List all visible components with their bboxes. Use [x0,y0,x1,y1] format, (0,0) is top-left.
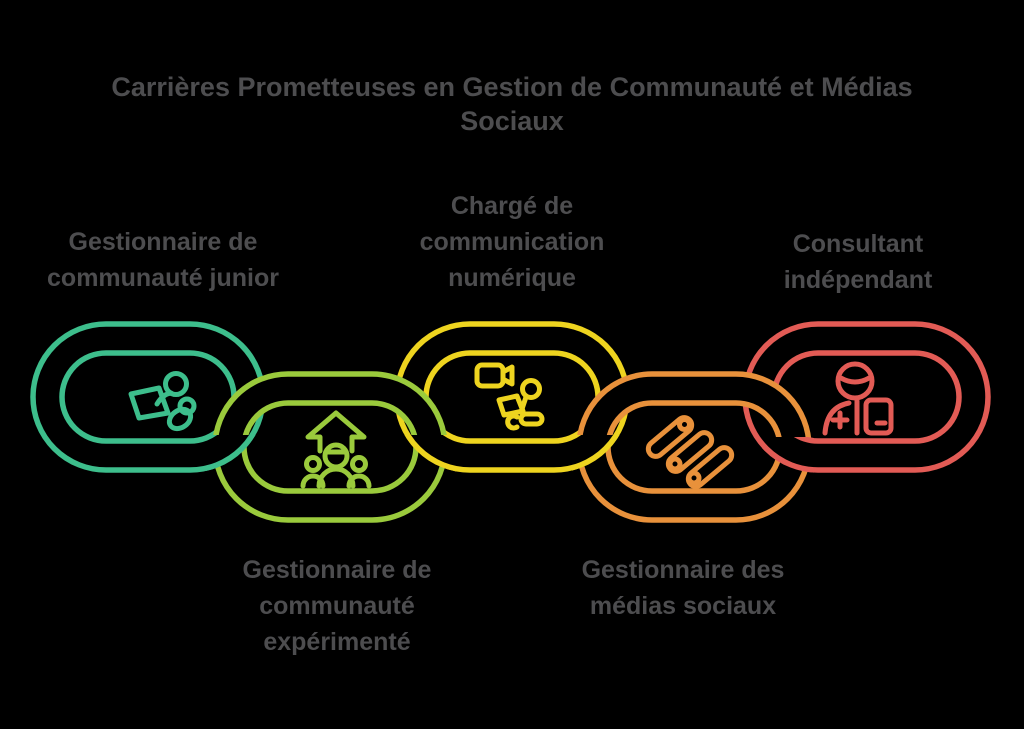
label-gestionnaire-experimente: Gestionnaire de communauté expérimenté [242,556,432,656]
label-consultant-independant: Consultant indépendant [783,230,933,294]
label-charge-communication: Chargé de communication numérique [419,192,605,292]
label-gestionnaire-junior: Gestionnaire de communauté junior [47,228,279,292]
chain-link-experimente [215,374,445,520]
label-gestionnaire-medias: Gestionnaire des médias sociaux [581,556,785,620]
page-title: Carrières Prometteuses en Gestion de Com… [111,72,913,136]
